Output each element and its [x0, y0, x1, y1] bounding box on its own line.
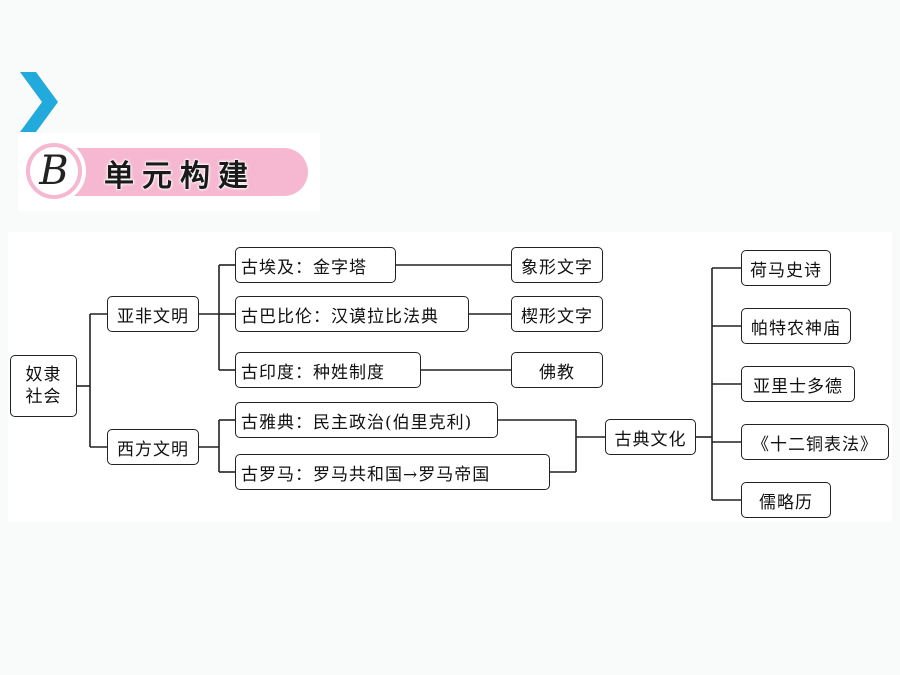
civ-babylon: 古巴比伦：汉谟拉比法典 [235, 296, 469, 332]
classical-item: 帕特农神庙 [741, 308, 851, 344]
classical-culture-node: 古典文化 [605, 419, 696, 455]
root-node: 奴隶 社会 [10, 355, 77, 417]
section-badge-letter: B [30, 147, 78, 195]
branch-asia-africa: 亚非文明 [107, 296, 199, 332]
classical-item: 荷马史诗 [741, 250, 831, 286]
section-title: 单元构建 [104, 159, 256, 195]
classical-item: 亚里士多德 [741, 366, 855, 402]
root-label-line1: 奴隶 [25, 365, 62, 385]
root-label-line2: 社会 [25, 387, 62, 407]
branch-west: 西方文明 [107, 429, 199, 465]
outcome-cuneiform: 楔形文字 [511, 296, 603, 332]
chevron-right-icon [20, 72, 58, 132]
outcome-buddhism: 佛教 [511, 352, 603, 388]
classical-item: 儒略历 [741, 482, 831, 518]
civ-egypt: 古埃及：金字塔 [235, 247, 396, 283]
civ-rome: 古罗马：罗马共和国→罗马帝国 [235, 454, 550, 490]
outcome-hieroglyphs: 象形文字 [511, 247, 603, 283]
classical-item: 《十二铜表法》 [741, 424, 889, 460]
section-title-banner [42, 148, 308, 196]
civ-india: 古印度：种姓制度 [235, 352, 421, 388]
civ-greece: 古雅典：民主政治(伯里克利) [235, 402, 498, 438]
